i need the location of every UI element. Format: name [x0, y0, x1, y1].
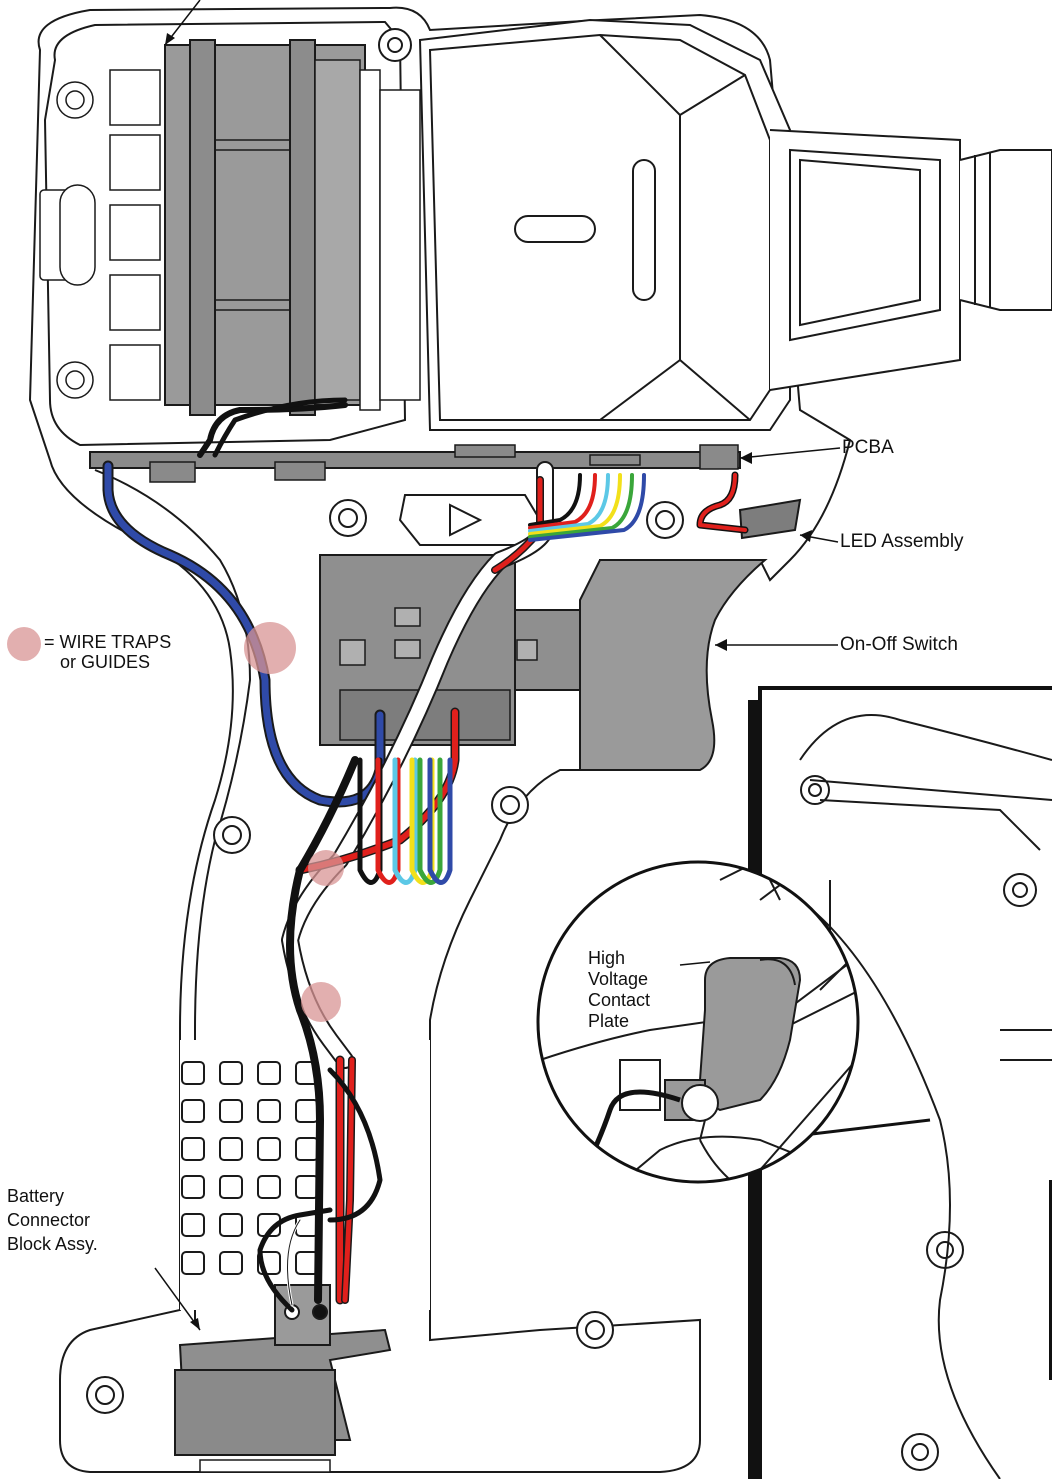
battery-connector-block	[174, 1284, 392, 1473]
vent-slot	[257, 1175, 281, 1199]
vent-slot	[181, 1251, 205, 1275]
on-off-switch	[319, 554, 768, 771]
label-hv-line4: Plate	[588, 1011, 630, 1031]
vent-slot	[219, 1137, 243, 1161]
label-battery-line1: Battery	[7, 1186, 65, 1206]
wire-trap-marker	[301, 982, 341, 1022]
vent-slot	[219, 1099, 243, 1123]
label-led-assembly: LED Assembly	[840, 531, 964, 552]
wire-trap-marker	[244, 622, 296, 674]
magnifier-callout	[536, 860, 931, 1184]
vent-slot	[257, 1137, 281, 1161]
label-battery-line2: Connector	[7, 1210, 91, 1230]
vent-slot	[181, 1137, 205, 1161]
vent-slot	[295, 1099, 319, 1123]
label-battery-line3: Block Assy.	[7, 1234, 98, 1254]
vent-slot	[219, 1175, 243, 1199]
vent-slot	[219, 1061, 243, 1085]
vent-slot	[257, 1061, 281, 1085]
direction-arrow	[398, 494, 542, 546]
label-pcba: PCBA	[842, 437, 894, 458]
wire-trap-marker	[308, 850, 344, 886]
label-hv-line2: Voltage	[588, 969, 649, 989]
vent-slot	[181, 1175, 205, 1199]
screw-bosses	[86, 499, 684, 1414]
vent-slot	[181, 1213, 205, 1237]
leader-arrowheads	[165, 33, 812, 1330]
vent-slot	[295, 1137, 319, 1161]
leader-lines	[154, 0, 841, 1331]
wire-trap-legend-dot	[7, 627, 41, 661]
vent-slot	[181, 1061, 205, 1085]
vent-slot	[181, 1099, 205, 1123]
motor-assembly	[164, 28, 421, 416]
pcba-board	[89, 444, 741, 483]
vent-slot	[219, 1213, 243, 1237]
label-hv-line1: High	[588, 948, 626, 968]
vent-slot	[257, 1099, 281, 1123]
label-on-off-switch: On-Off Switch	[840, 634, 958, 655]
handle-vent-grid	[180, 1040, 430, 1310]
label-wire-traps: = WIRE TRAPS	[44, 632, 172, 652]
motor-head	[418, 18, 1052, 431]
wire-trap-markers	[7, 622, 344, 1022]
label-or-guides: or GUIDES	[60, 652, 151, 672]
tool-housing	[28, 6, 852, 1473]
rear-vents	[39, 69, 161, 401]
label-hv-line3: Contact	[588, 990, 651, 1010]
vent-slot	[219, 1251, 243, 1275]
led-assembly	[738, 498, 802, 540]
vent-slot	[295, 1175, 319, 1199]
